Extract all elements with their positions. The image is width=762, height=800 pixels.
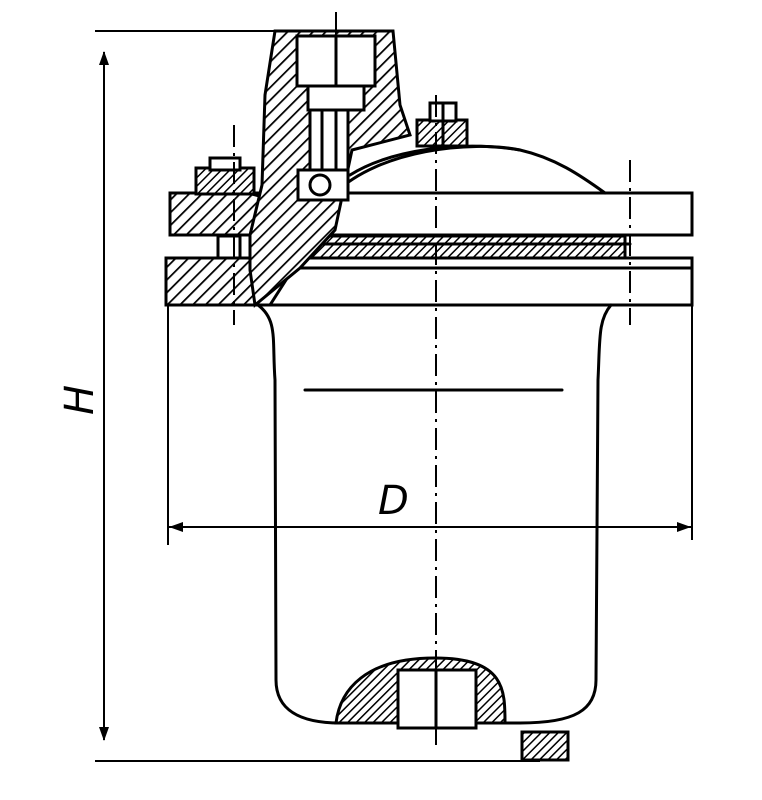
top-nut — [415, 101, 469, 148]
diameter-dimension: D — [167, 305, 693, 545]
flange-bolt-left — [194, 125, 256, 325]
height-label: H — [57, 385, 103, 415]
dome-cover — [333, 144, 607, 195]
drain-plug — [520, 730, 570, 762]
gasket — [298, 234, 632, 260]
bottom-outlet — [334, 656, 507, 730]
upper-flange — [168, 191, 694, 237]
inlet-connection — [248, 29, 412, 308]
lower-flange — [164, 256, 694, 307]
diameter-label: D — [378, 478, 409, 524]
height-dimension: H — [57, 30, 540, 762]
inlet-bore — [308, 108, 350, 172]
